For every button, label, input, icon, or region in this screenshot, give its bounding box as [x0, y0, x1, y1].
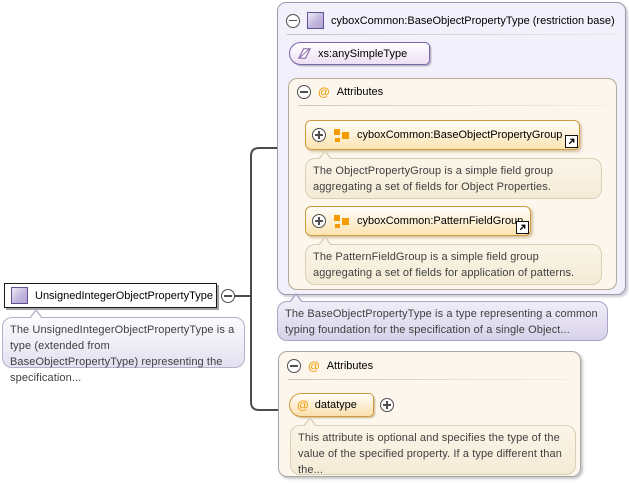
attribute-group-tooltip: .nc1::before{left:12px;} .nc1::after{lef…: [305, 150, 602, 199]
complex-type-icon: [11, 287, 28, 304]
tooltip-text: The BaseObjectPropertyType is a type rep…: [285, 308, 598, 336]
root-tooltip-text: The UnsignedIntegerObjectPropertyType is…: [10, 324, 235, 384]
complex-type-icon: [307, 12, 324, 29]
attributes-header: @ Attributes: [287, 359, 373, 373]
attribute-group-label: cyboxCommon:BaseObjectPropertyGroup: [357, 129, 563, 141]
separator: [287, 34, 618, 35]
separator: [298, 105, 607, 106]
root-element-label: UnsignedIntegerObjectPropertyType: [35, 289, 213, 302]
expand-icon[interactable]: [312, 214, 326, 228]
base-attributes-section: @ Attributes cyboxCommon:BaseObjectPrope…: [288, 78, 617, 290]
attribute-datatype-tag[interactable]: @ datatype: [289, 393, 374, 417]
base-simple-type-tag[interactable]: xs:anySimpleType: [289, 42, 430, 65]
attributes-title: Attributes: [336, 86, 384, 98]
attributes-header: @ Attributes: [297, 85, 383, 99]
collapse-icon[interactable]: [286, 13, 300, 28]
attribute-group-baseobjectpropertygroup[interactable]: cyboxCommon:BaseObjectPropertyGroup: [305, 120, 580, 150]
collapse-icon[interactable]: [221, 289, 235, 303]
attributes-panel: @ Attributes @ datatype This attribute i…: [278, 351, 581, 477]
separator: [288, 379, 571, 380]
base-type-panel: cyboxCommon:BaseObjectPropertyType (rest…: [277, 2, 626, 295]
root-element-box[interactable]: UnsignedIntegerObjectPropertyType: [4, 283, 217, 308]
base-type-tooltip: .np1::before{left:11px;} .np1::after{lef…: [277, 293, 608, 341]
base-type-title: cyboxCommon:BaseObjectPropertyType (rest…: [331, 14, 615, 27]
attribute-icon: @: [308, 359, 320, 373]
tooltip-text: The PatternFieldGroup is a simple field …: [313, 251, 575, 279]
attributes-title: Attributes: [326, 360, 374, 372]
tooltip-text: The ObjectPropertyGroup is a simple fiel…: [313, 165, 554, 193]
attribute-name: datatype: [314, 399, 357, 411]
attribute-group-icon: [334, 214, 349, 228]
attribute-icon: @: [318, 85, 330, 99]
goto-definition-icon[interactable]: [565, 135, 578, 148]
attribute-group-tooltip: The PatternFieldGroup is a simple field …: [305, 236, 602, 285]
base-simple-type-label: xs:anySimpleType: [318, 47, 408, 60]
expand-icon[interactable]: [380, 398, 394, 412]
expand-icon[interactable]: [312, 128, 326, 142]
collapse-icon[interactable]: [287, 359, 301, 373]
attribute-group-patternfieldgroup[interactable]: cyboxCommon:PatternFieldGroup: [305, 206, 531, 236]
attribute-group-icon: [334, 128, 349, 142]
root-element-tooltip: .nl1::before{left:26px;} .nl1::after{lef…: [2, 309, 245, 384]
simple-type-icon: [297, 48, 312, 59]
collapse-icon[interactable]: [297, 85, 311, 99]
goto-definition-icon[interactable]: [516, 221, 529, 234]
tooltip-text: This attribute is optional and specifies…: [298, 432, 562, 476]
attribute-tooltip: This attribute is optional and specifies…: [290, 417, 576, 476]
base-type-panel-header: cyboxCommon:BaseObjectPropertyType (rest…: [286, 12, 619, 29]
attribute-icon: @: [297, 398, 309, 412]
attribute-group-label: cyboxCommon:PatternFieldGroup: [357, 215, 524, 227]
